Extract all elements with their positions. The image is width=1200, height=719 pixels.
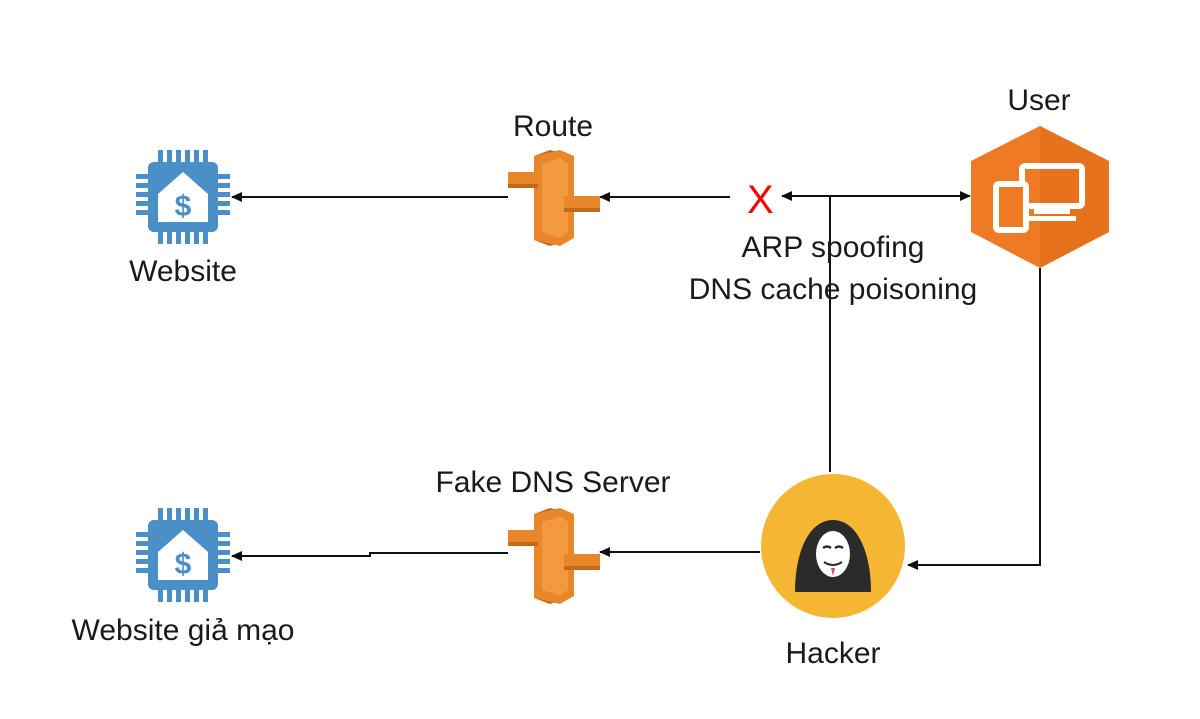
fake-website-icon: $ [136,508,230,602]
edge-fake-dns-to-fake-website [231,551,508,561]
fake-dns-router-icon [508,508,600,604]
user-label: User [1007,84,1071,117]
edge-user-to-hacker [907,268,1041,570]
svg-text:$: $ [175,190,192,223]
fake-dns-server-label: Fake DNS Server [435,466,671,499]
router-icon [508,150,600,246]
website-label: Website [129,255,237,288]
user-icon [971,126,1109,268]
hacker-label: Hacker [785,637,881,670]
svg-text:$: $ [175,548,192,581]
dns-cache-poisoning-label: DNS cache poisoning [688,273,978,306]
blocked-x-mark: X [747,178,774,222]
arp-spoofing-label: ARP spoofing [741,231,925,264]
route-label: Route [512,110,594,143]
hacker-icon [761,474,905,618]
website-icon: $ [136,150,230,244]
fake-website-label: Website giả mạo [71,614,295,647]
